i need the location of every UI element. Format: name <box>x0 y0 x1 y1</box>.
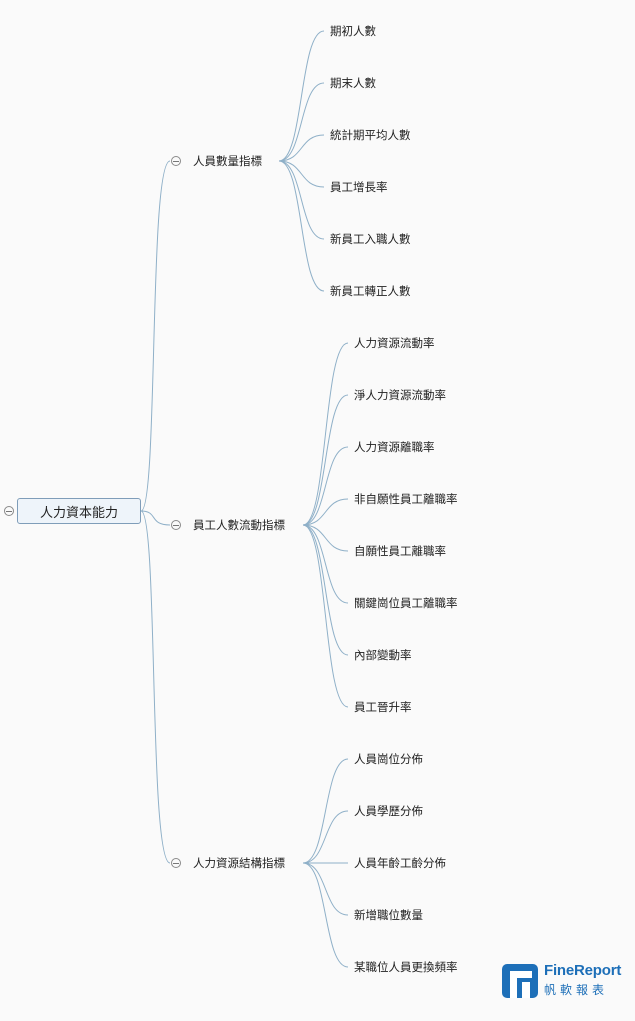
branch-to-leaf-connector <box>302 394 349 526</box>
branch-to-leaf-connector <box>278 160 325 292</box>
leaf-label[interactable]: 員工增長率 <box>330 180 388 194</box>
leaf-label[interactable]: 員工晉升率 <box>354 700 412 714</box>
branch-collapse-icon[interactable] <box>171 520 181 530</box>
leaf-label[interactable]: 統計期平均人數 <box>330 128 411 142</box>
leaf-label[interactable]: 內部變動率 <box>354 648 412 662</box>
leaf-label[interactable]: 人員崗位分佈 <box>354 752 423 766</box>
branch-to-leaf-connector <box>302 498 349 526</box>
leaf-label[interactable]: 期初人數 <box>330 24 376 38</box>
branch-to-leaf-connector <box>302 810 349 864</box>
branch-to-leaf-connector <box>302 524 349 604</box>
leaf-label[interactable]: 人員年齡工齡分佈 <box>354 856 446 870</box>
branch-to-leaf-connector <box>302 862 349 916</box>
branch-to-leaf-connector <box>278 82 325 162</box>
root-to-branch-connector <box>140 160 171 512</box>
branch-to-leaf-connector <box>278 134 325 162</box>
branch-to-leaf-connector <box>302 524 349 708</box>
leaf-label[interactable]: 淨人力資源流動率 <box>354 388 446 402</box>
branch-to-leaf-connector <box>278 160 325 240</box>
leaf-label[interactable]: 新增職位數量 <box>354 908 423 922</box>
leaf-label[interactable]: 期末人數 <box>330 76 376 90</box>
root-node[interactable]: 人力資本能力 <box>17 498 141 524</box>
leaf-label[interactable]: 某職位人員更換頻率 <box>354 960 458 974</box>
root-label: 人力資本能力 <box>39 505 118 521</box>
branch-to-leaf-connector <box>302 342 349 526</box>
branch-collapse-icon[interactable] <box>171 858 181 868</box>
leaf-label[interactable]: 新員工轉正人數 <box>330 284 411 298</box>
branch-to-leaf-connector <box>302 524 349 656</box>
leaf-label[interactable]: 人員學歷分佈 <box>354 804 423 818</box>
leaf-label[interactable]: 人力資源流動率 <box>354 336 435 350</box>
finereport-logo: FineReport 帆軟報表 <box>500 960 630 1000</box>
logo-name: FineReport <box>544 962 622 979</box>
finereport-logo-icon <box>502 964 538 998</box>
branch-to-leaf-connector <box>278 30 325 162</box>
leaf-label[interactable]: 非自願性員工離職率 <box>354 492 458 506</box>
branch-label[interactable]: 人力資源結構指標 <box>193 856 285 870</box>
branch-to-leaf-connector <box>302 758 349 864</box>
root-to-branch-connector <box>140 510 171 864</box>
branch-to-leaf-connector <box>302 862 349 968</box>
leaf-label[interactable]: 新員工入職人數 <box>330 232 411 246</box>
logo-subtitle: 帆軟報表 <box>544 983 609 997</box>
branch-label[interactable]: 人員數量指標 <box>193 154 262 168</box>
root-collapse-icon[interactable] <box>4 506 14 516</box>
root-to-branch-connector <box>140 510 171 526</box>
branch-collapse-icon[interactable] <box>171 156 181 166</box>
branch-label[interactable]: 員工人數流動指標 <box>193 518 285 532</box>
branch-to-leaf-connector <box>278 160 325 188</box>
leaf-label[interactable]: 關鍵崗位員工離職率 <box>354 596 458 610</box>
leaf-label[interactable]: 人力資源離職率 <box>354 440 435 454</box>
branch-to-leaf-connector <box>302 446 349 526</box>
leaf-label[interactable]: 自願性員工離職率 <box>354 544 446 558</box>
branch-to-leaf-connector <box>302 524 349 552</box>
